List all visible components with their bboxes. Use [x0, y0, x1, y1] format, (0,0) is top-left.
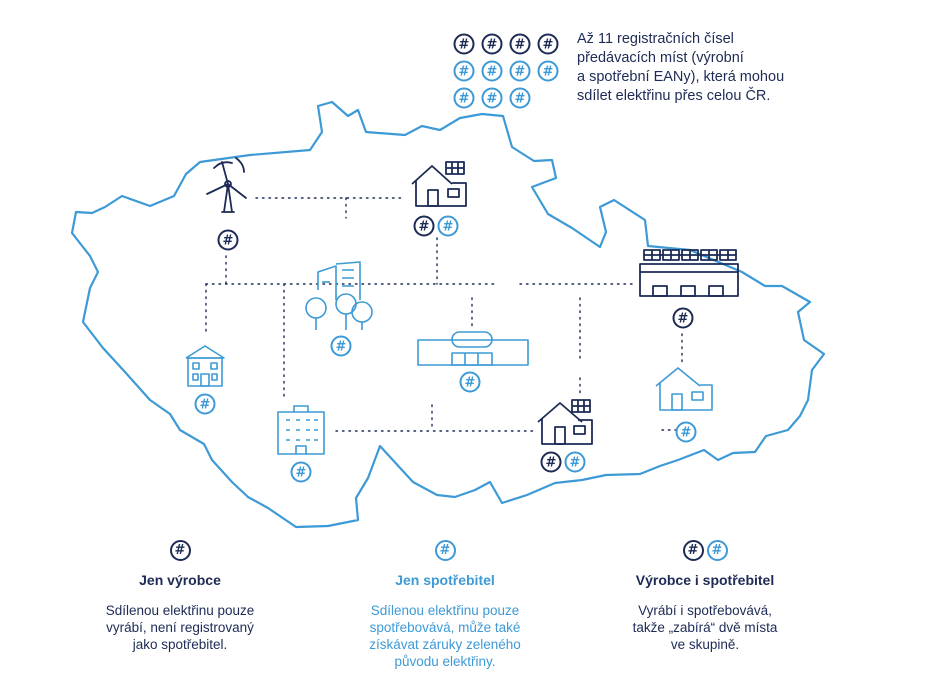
svg-text:#: # [487, 92, 498, 107]
svg-text:#: # [543, 38, 554, 53]
ean-badge-producer: # [537, 33, 559, 55]
ean-badge-consumer: # [509, 87, 531, 109]
legend-badge-producer: # [682, 540, 704, 561]
ean-badge-consumer: # [481, 60, 503, 82]
factory-solar-badge-producer: # [672, 307, 694, 329]
svg-text:#: # [459, 65, 470, 80]
wind-turbine-icon [206, 157, 247, 213]
svg-text:#: # [681, 426, 692, 441]
svg-text:#: # [570, 456, 581, 471]
house-solar-2-badge-producer: # [540, 451, 562, 473]
ean-badge-grid: # # # # # # # # # # # [453, 33, 559, 109]
legend-producer-badges: # [75, 540, 285, 564]
factory-solar-icon [639, 249, 739, 297]
legend-producer-consumer: ## Výrobce i spotřebitel Vyrábí i spotře… [590, 540, 820, 653]
house-solar-2-icon [537, 399, 593, 445]
family-house-solar-badge-consumer: # [437, 215, 459, 237]
legend-badge-consumer: # [434, 540, 456, 561]
connection-lines [205, 197, 683, 432]
ean-badge-consumer: # [537, 60, 559, 82]
wind-turbine-badge-producer: # [217, 229, 239, 251]
legend-badge-producer: # [169, 540, 191, 561]
office-buildings-badge-consumer: # [330, 335, 352, 357]
svg-text:#: # [223, 234, 234, 249]
svg-text:#: # [419, 220, 430, 235]
legend-producer-consumer-desc: Vyrábí i spotřebovává, takže „zabírá“ dv… [632, 603, 778, 652]
townhouse-icon [185, 345, 225, 387]
svg-text:#: # [515, 92, 526, 107]
apartment-block-badge-consumer: # [290, 461, 312, 483]
legend-consumer: # Jen spotřebitel Sdílenou elektřinu pou… [340, 540, 550, 670]
svg-text:#: # [546, 456, 557, 471]
legend-consumer-desc: Sdílenou elektřinu pouze spotřebovává, m… [369, 603, 521, 669]
legend-producer-consumer-title: Výrobce i spotřebitel [635, 572, 775, 588]
svg-text:#: # [487, 65, 498, 80]
apartment-block-icon [277, 405, 325, 455]
city-buildings-icon [305, 261, 373, 330]
family-house-solar-badge-producer: # [413, 215, 435, 237]
public-building-badge-consumer: # [459, 371, 481, 393]
ean-badge-producer: # [509, 33, 531, 55]
svg-text:#: # [515, 38, 526, 53]
house-solar-2-badge-consumer: # [564, 451, 586, 473]
svg-text:#: # [336, 340, 347, 355]
legend-producer-desc: Sdílenou elektřinu pouze vyrábí, není re… [105, 603, 255, 652]
ean-badge-producer: # [453, 33, 475, 55]
ean-badge-consumer: # [481, 87, 503, 109]
ean-badge-consumer: # [509, 60, 531, 82]
small-house-badge-consumer: # [675, 421, 697, 443]
node-badges: # # # # # # # # # # # [194, 215, 697, 483]
svg-text:#: # [543, 65, 554, 80]
ean-badge-consumer: # [453, 87, 475, 109]
public-building-icon [417, 331, 529, 366]
legend-producer: # Jen výrobce Sdílenou elektřinu pouze v… [75, 540, 285, 653]
svg-text:#: # [515, 65, 526, 80]
ean-info-text: Až 11 registračních čísel předávacích mí… [577, 31, 785, 104]
ean-badge-producer: # [481, 33, 503, 55]
svg-text:#: # [459, 92, 470, 107]
legend-producer-title: Jen výrobce [139, 572, 221, 588]
svg-text:#: # [465, 376, 476, 391]
svg-text:#: # [678, 312, 689, 327]
svg-text:#: # [296, 466, 307, 481]
svg-text:#: # [443, 220, 454, 235]
svg-text:#: # [459, 38, 470, 53]
legend-producer-consumer-badges: ## [590, 540, 820, 564]
svg-text:#: # [487, 38, 498, 53]
small-house-icon [655, 367, 713, 411]
svg-text:#: # [200, 398, 211, 413]
ean-badge-consumer: # [453, 60, 475, 82]
house-solar-icon [411, 161, 467, 207]
czech-map-outline [70, 100, 826, 529]
apartment-house-badge-consumer: # [194, 393, 216, 415]
legend-consumer-title: Jen spotřebitel [395, 572, 495, 588]
legend-badge-consumer: # [706, 540, 728, 561]
legend-consumer-badges: # [340, 540, 550, 564]
